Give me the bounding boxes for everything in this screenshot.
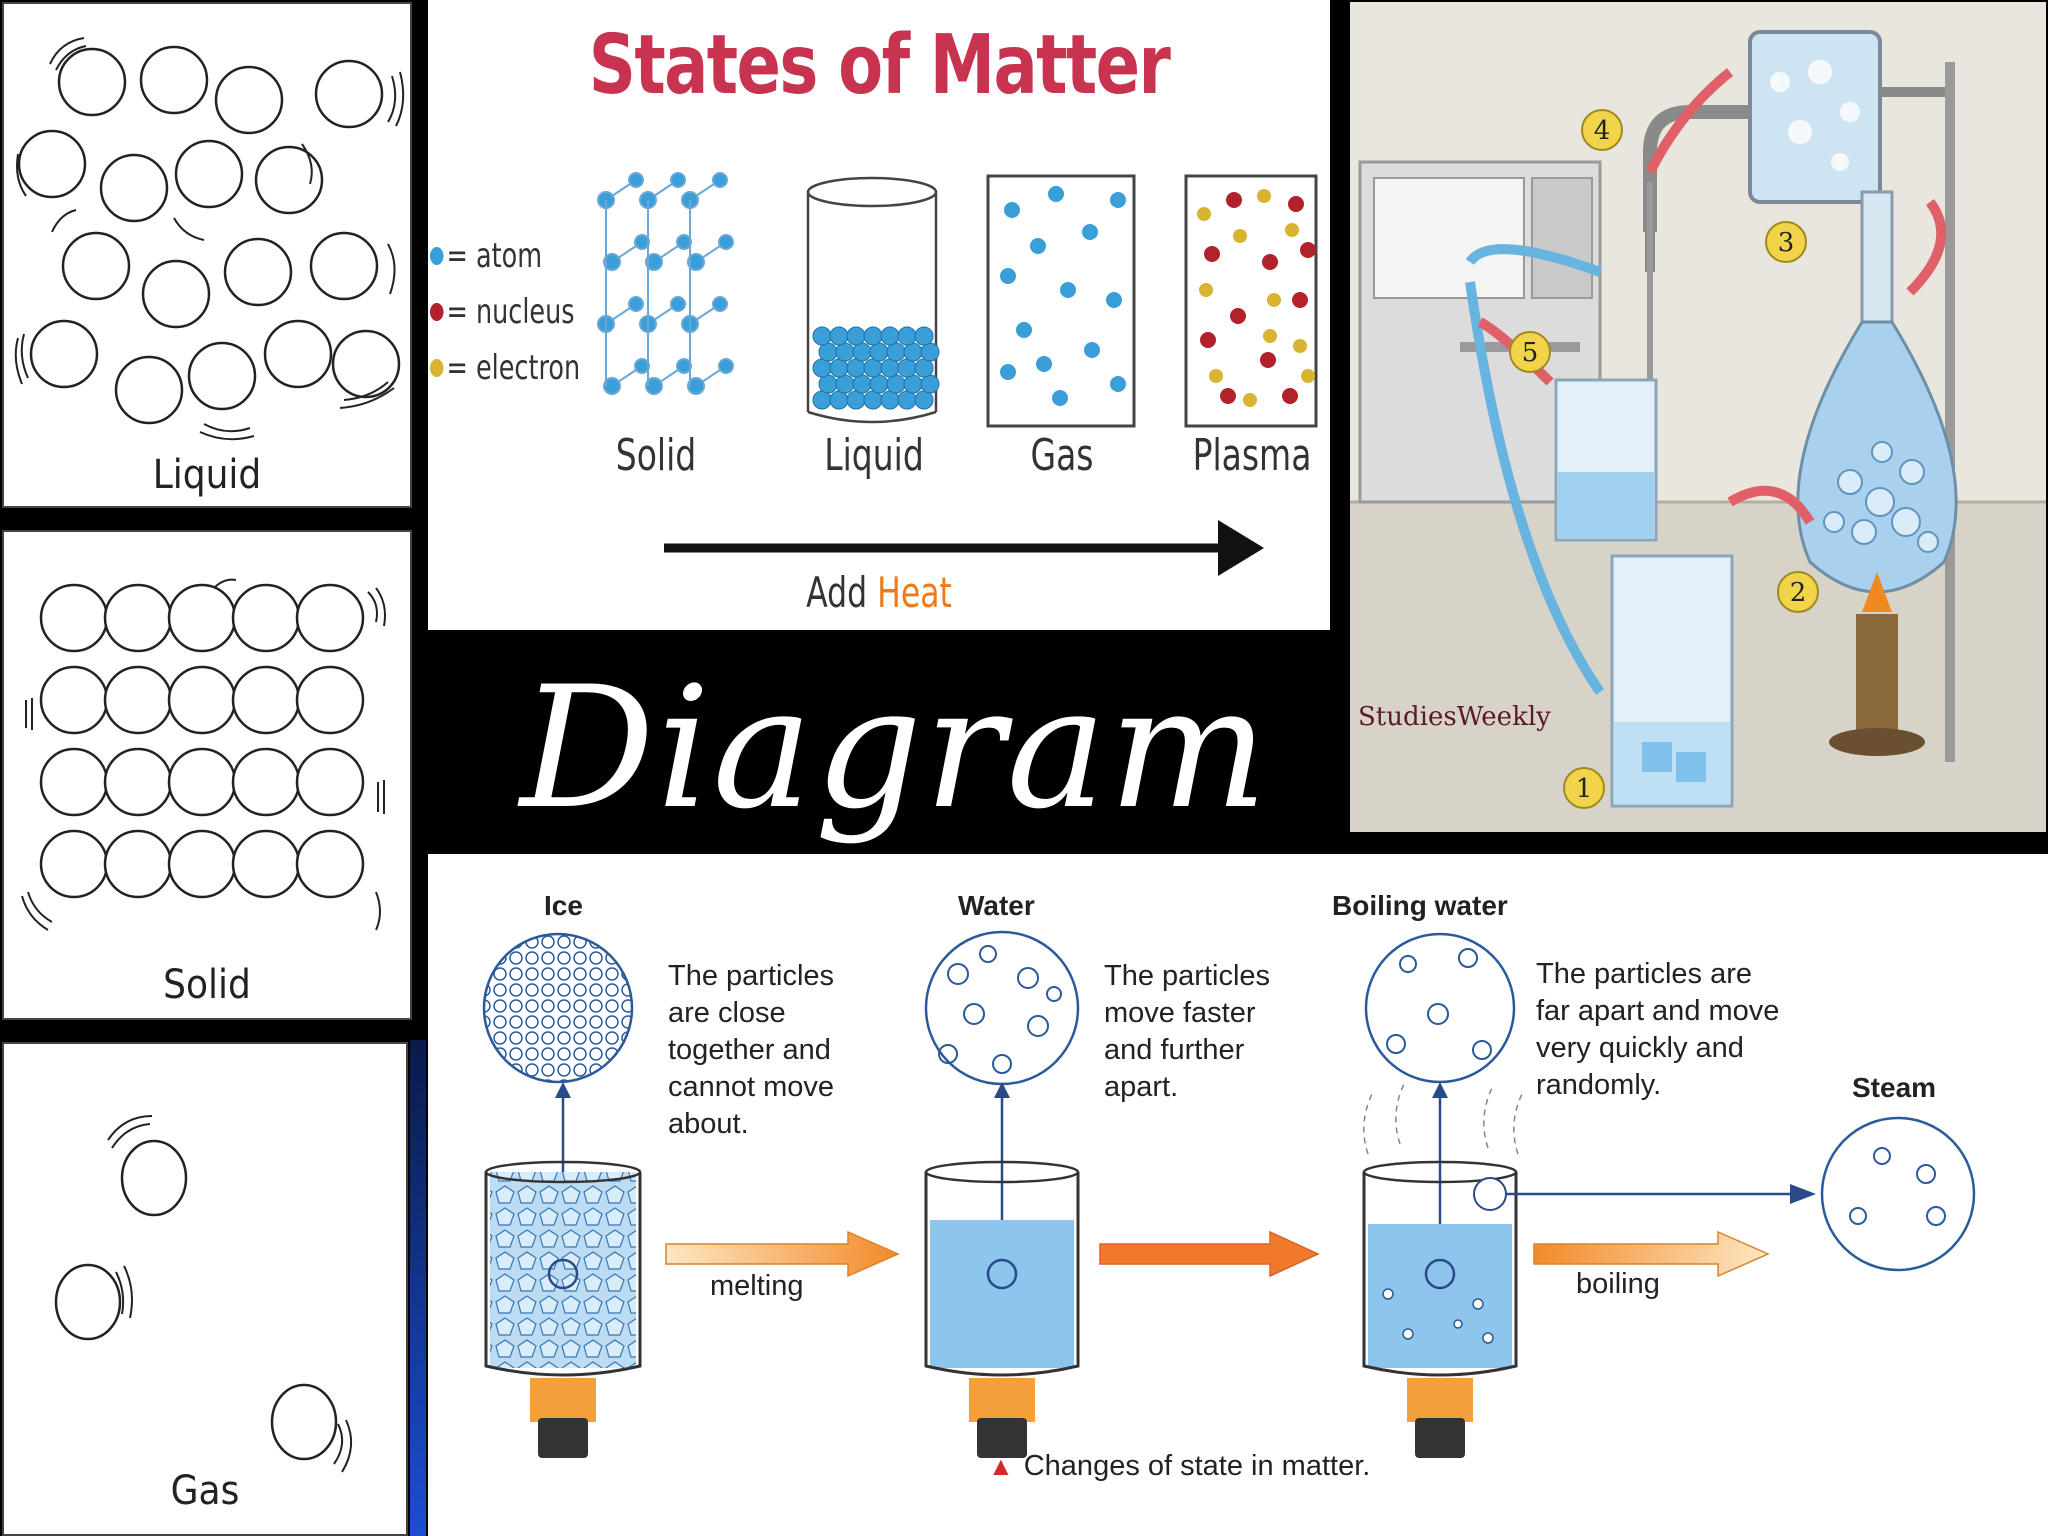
gas-particles-drawing (54, 1115, 353, 1473)
lab-setup-drawing: 1 2 3 4 5 (1350, 2, 2046, 832)
ice-stage-drawing (482, 932, 642, 1458)
add-heat-highlight: Heat (877, 568, 952, 617)
melting-arrow (665, 1230, 900, 1278)
flask-drawing (1796, 190, 1958, 756)
phase-label-gas: Gas (1030, 430, 1094, 481)
gas-box-drawing (986, 174, 1136, 428)
solid-lattice-drawing (597, 172, 734, 395)
lab-illustration-panel: 1 2 3 4 5 StudiesWeekly (1350, 2, 2046, 832)
stage-caption-water: Water (958, 890, 1035, 921)
water-description: The particles move faster and further ap… (1104, 960, 1271, 1103)
phase-label-solid: Solid (615, 430, 697, 481)
blue-gradient-edge (410, 1040, 426, 1536)
states-of-matter-title: States of Matter (588, 18, 1171, 113)
step-3-label: 3 (1778, 228, 1795, 258)
changes-of-state-panel: Ice Water Boiling water Steam The partic… (428, 854, 2048, 1536)
legend-nucleus-text: = nucleus (446, 292, 575, 332)
studies-weekly-logo: StudiesWeekly (1358, 702, 1551, 732)
solid-particle-panel: Solid (2, 530, 412, 1020)
steam-circle-drawing (1820, 1116, 1976, 1272)
step-4-label: 4 (1594, 116, 1611, 146)
legend-electron: = electron (430, 348, 580, 388)
figure-caption: ▲ Changes of state in matter. (988, 1450, 1370, 1483)
phase-label-liquid: Liquid (824, 430, 924, 481)
nucleus-dot-icon (430, 303, 444, 321)
phase-label-plasma: Plasma (1192, 430, 1312, 481)
states-of-matter-panel: States of Matter = atom = nucleus = elec… (428, 0, 1330, 630)
legend-electron-text: = electron (446, 348, 581, 388)
add-heat-label: Add Heat (541, 568, 1218, 617)
stage-caption-steam: Steam (1852, 1072, 1937, 1103)
changes-of-state-drawing (482, 930, 1976, 1458)
step-1-label: 1 (1576, 774, 1593, 804)
liquid-particles-drawing (14, 37, 405, 441)
ice-description: The particles are close together and can… (668, 960, 835, 1140)
plasma-box-drawing (1184, 174, 1318, 428)
stage-caption-boiling-water: Boiling water (1332, 890, 1508, 921)
red-triangle-icon: ▲ (988, 1451, 1014, 1481)
add-heat-arrow (664, 520, 1264, 576)
legend-atom: = atom (430, 236, 542, 276)
water-stage-drawing (924, 930, 1080, 1458)
liquid-label: Liquid (152, 452, 262, 498)
liquid-beaker-drawing (806, 176, 940, 424)
legend-nucleus: = nucleus (430, 292, 575, 332)
add-heat-prefix: Add (806, 568, 878, 617)
diagram-banner-text: Diagram (520, 650, 1270, 846)
step-2-label: 2 (1790, 578, 1807, 608)
heating-arrow (1099, 1230, 1320, 1278)
gas-label: Gas (170, 1468, 240, 1514)
boiling-water-description: The particles are far apart and move ver… (1536, 958, 1780, 1101)
boiling-stage-drawing (1362, 932, 1816, 1458)
solid-label: Solid (163, 962, 251, 1008)
process-boiling: boiling (1576, 1268, 1660, 1300)
atom-dot-icon (430, 247, 444, 265)
legend-atom-text: = atom (446, 236, 543, 276)
step-5-label: 5 (1522, 338, 1539, 368)
figure-caption-text: Changes of state in matter. (1023, 1450, 1371, 1482)
gas-particle-panel: Gas (2, 1042, 408, 1536)
phase-diagrams (597, 172, 1318, 576)
beakers-drawing (1554, 378, 1734, 808)
stage-caption-ice: Ice (544, 890, 583, 921)
electron-dot-icon (430, 359, 444, 377)
process-melting: melting (710, 1270, 804, 1302)
boiling-arrow (1533, 1230, 1770, 1278)
solid-particles-drawing (21, 578, 386, 931)
liquid-particle-panel: Liquid (2, 2, 412, 508)
